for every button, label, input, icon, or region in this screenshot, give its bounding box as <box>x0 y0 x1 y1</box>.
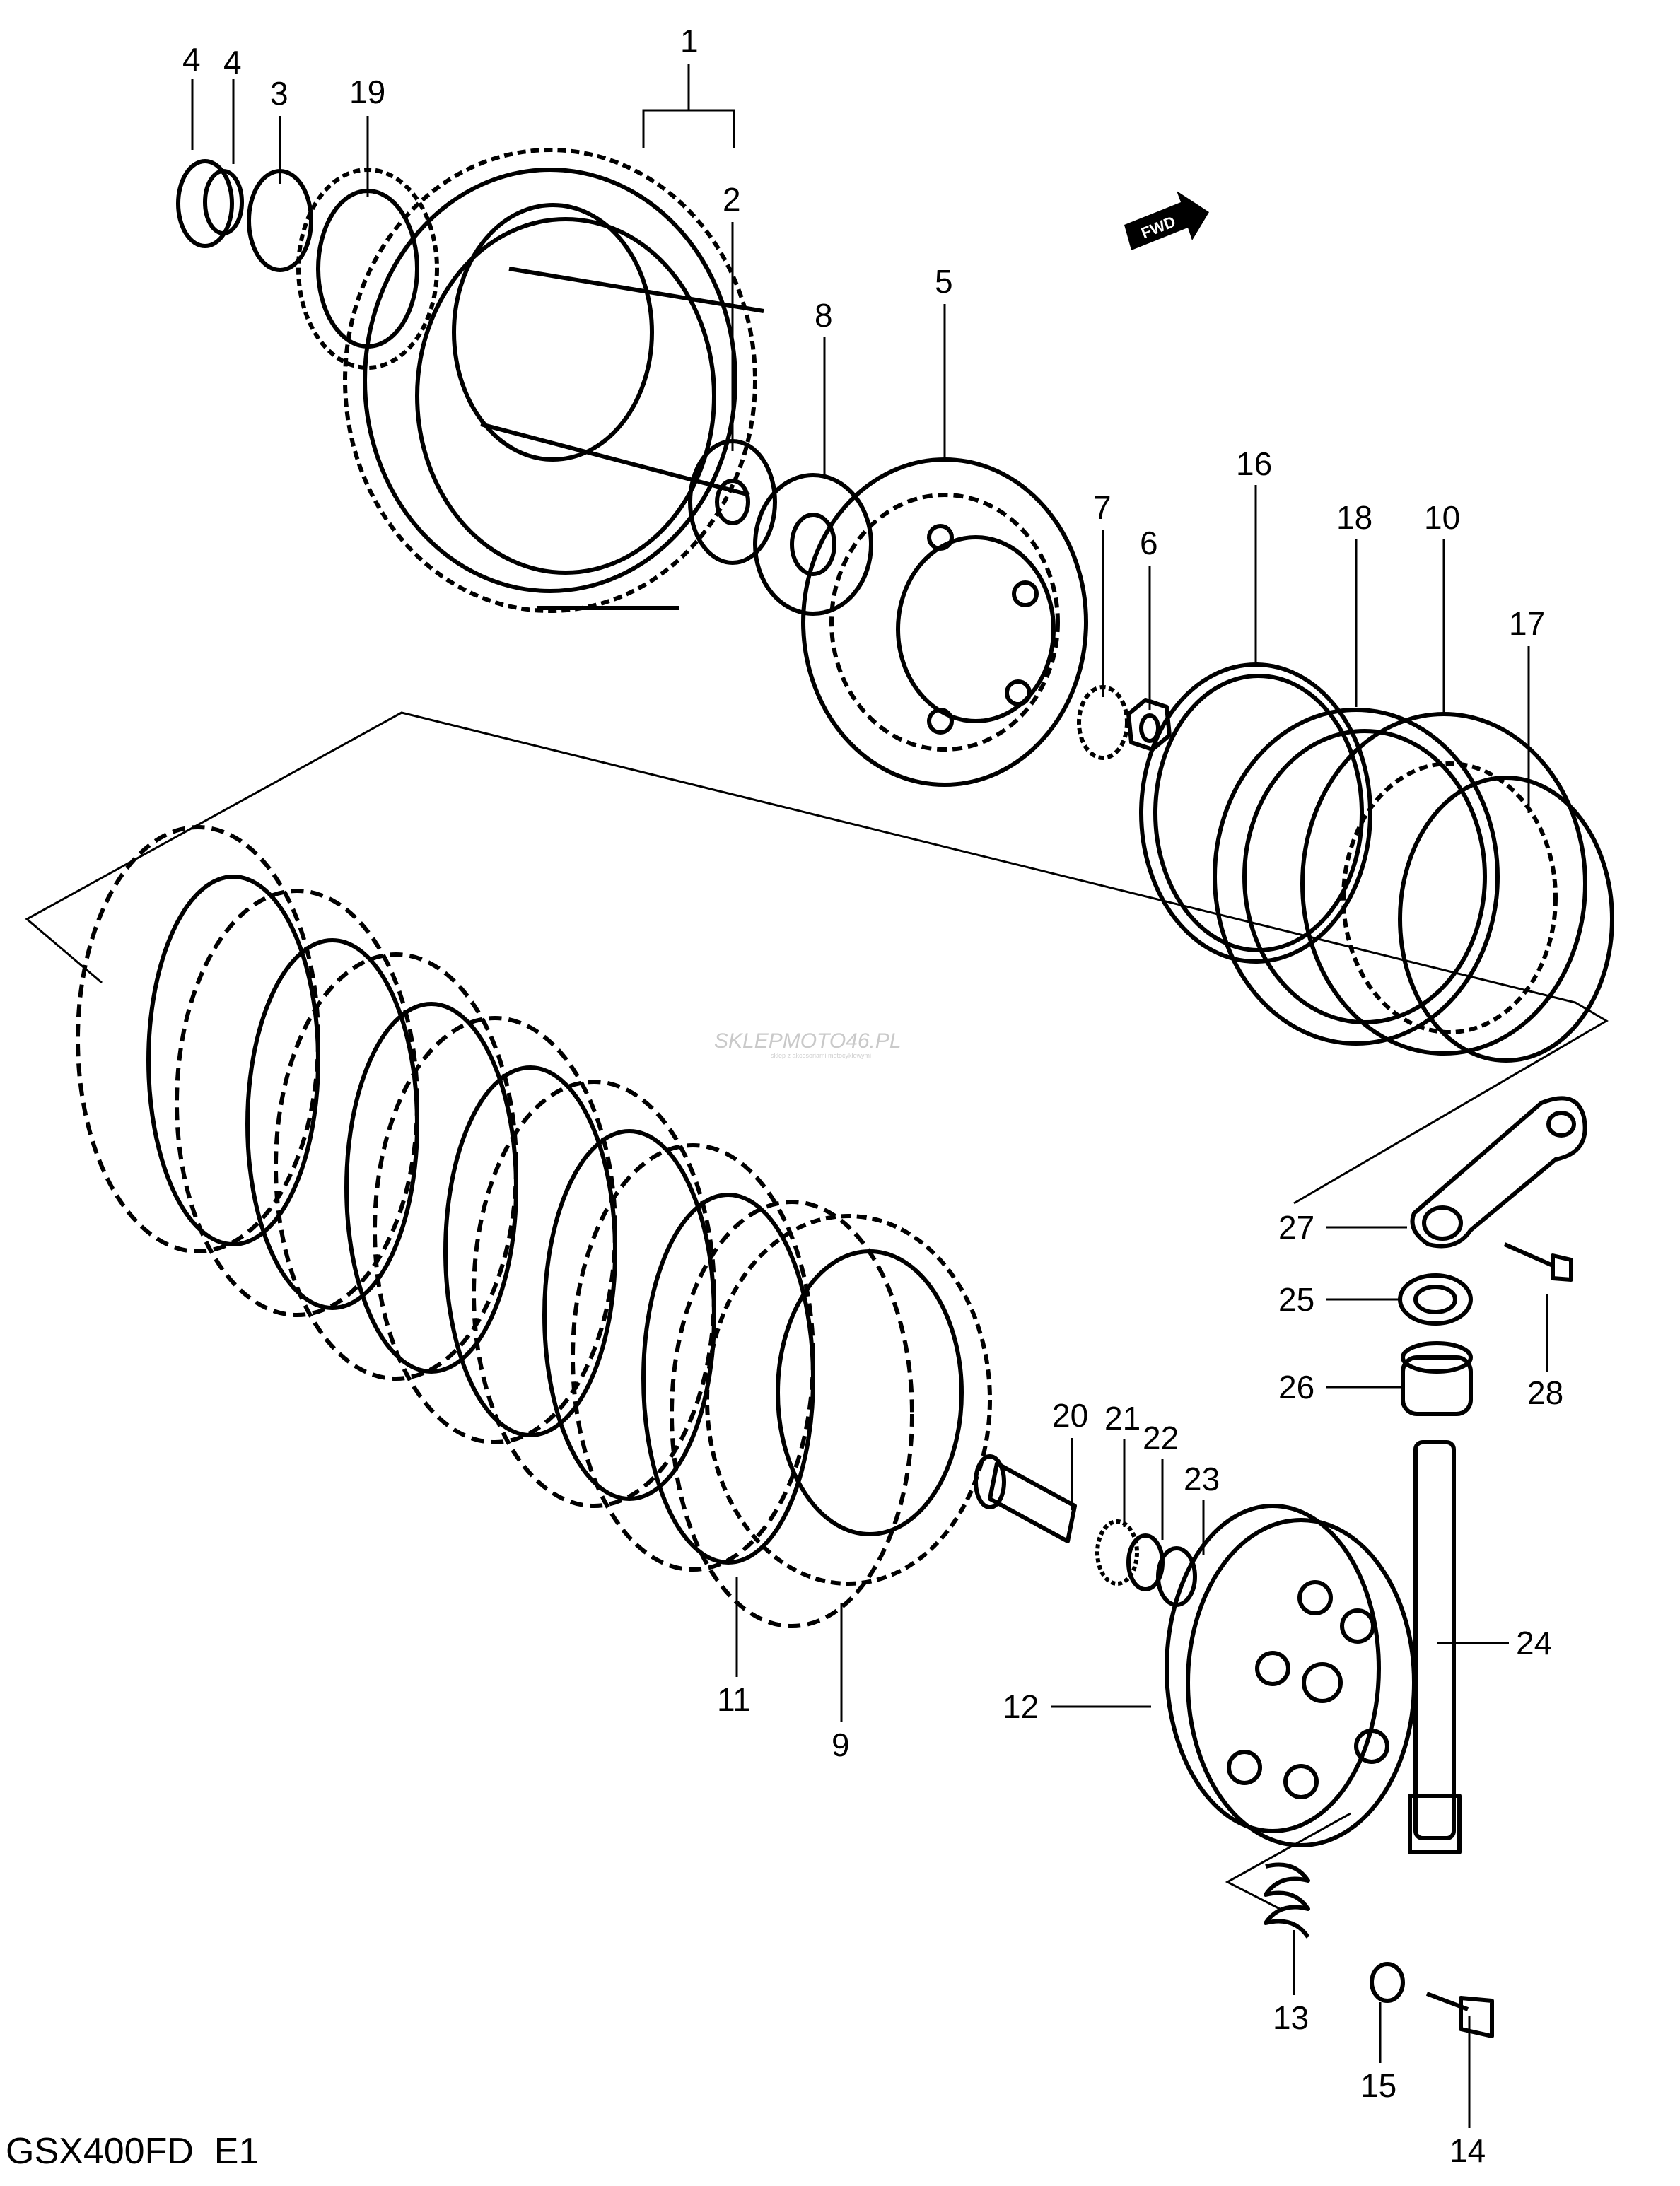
fwd-direction-marker: FWD <box>1124 191 1209 250</box>
watermark-subtext: sklep z akcesoriami motocyklowymi <box>771 1052 871 1059</box>
arrow-icon <box>1124 191 1209 250</box>
watermark-text: SKLEPMOTO46.PL <box>714 1029 902 1053</box>
clutch-sleeve-hub-5 <box>801 457 1088 787</box>
callout-23: 23 <box>1184 1461 1220 1497</box>
release-arm-27 <box>1410 1096 1587 1249</box>
callout-labels: 4 4 3 19 1 2 8 5 16 7 6 18 10 17 27 25 2… <box>182 23 1563 2169</box>
callout-27: 27 <box>1278 1209 1314 1246</box>
callout-25: 25 <box>1278 1281 1314 1318</box>
callout-3: 3 <box>270 75 288 112</box>
clutch-plate-stack <box>76 825 992 1628</box>
bolt-28 <box>1503 1242 1573 1282</box>
callout-18: 18 <box>1336 499 1372 536</box>
callout-4b: 4 <box>223 44 242 81</box>
callout-13: 13 <box>1273 1999 1309 2036</box>
callout-9: 9 <box>832 1726 850 1763</box>
callout-6: 6 <box>1140 525 1158 561</box>
callout-7: 7 <box>1093 489 1112 526</box>
push-rod-24 <box>1408 1440 1462 1854</box>
callout-12: 12 <box>1003 1688 1039 1725</box>
callout-28: 28 <box>1527 1374 1563 1411</box>
watermark: SKLEPMOTO46.PL sklep z akcesoriami motoc… <box>714 1029 902 1059</box>
leader-lines <box>191 64 1548 2128</box>
spring-13 <box>1264 1862 1310 1939</box>
callout-11: 11 <box>717 1681 751 1718</box>
callout-16: 16 <box>1236 445 1272 482</box>
callout-10: 10 <box>1424 499 1460 536</box>
push-piece-20-23 <box>974 1454 1197 1607</box>
wire-ring-17 <box>1398 776 1614 1063</box>
callout-1: 1 <box>680 23 699 59</box>
nut-6 <box>1126 698 1172 752</box>
washer-15 <box>1370 1962 1405 2003</box>
plate-stack-outline <box>25 711 1609 1205</box>
callout-2: 2 <box>723 181 741 218</box>
bolt-14 <box>1425 1992 1494 2038</box>
washer-8 <box>753 473 873 616</box>
callout-5: 5 <box>935 263 953 300</box>
seat-ring-18 <box>1213 708 1500 1046</box>
diagram-title: GSX400FD E1 <box>6 2131 259 2172</box>
callout-22: 22 <box>1143 1420 1179 1456</box>
callout-19: 19 <box>349 74 385 110</box>
callout-26: 26 <box>1278 1369 1314 1405</box>
lock-washer-7 <box>1077 685 1129 760</box>
spring-group-outline <box>1225 1812 1351 1910</box>
callout-14: 14 <box>1449 2132 1486 2169</box>
bearing-26 <box>1401 1341 1473 1416</box>
washer-2 <box>688 439 777 565</box>
drive-plate-10 <box>1300 712 1587 1056</box>
callout-8: 8 <box>815 297 833 334</box>
callout-20: 20 <box>1052 1397 1088 1434</box>
callout-15: 15 <box>1360 2067 1396 2104</box>
pressure-plate-12 <box>1165 1504 1416 1847</box>
callout-21: 21 <box>1104 1400 1141 1437</box>
primary-driven-gear-1 <box>343 148 764 613</box>
callout-17: 17 <box>1509 605 1545 642</box>
washer-4-pair <box>176 159 244 248</box>
oil-seal-25 <box>1398 1273 1473 1326</box>
callout-4a: 4 <box>182 41 201 78</box>
callout-24: 24 <box>1516 1625 1552 1661</box>
washer-3 <box>247 169 313 272</box>
